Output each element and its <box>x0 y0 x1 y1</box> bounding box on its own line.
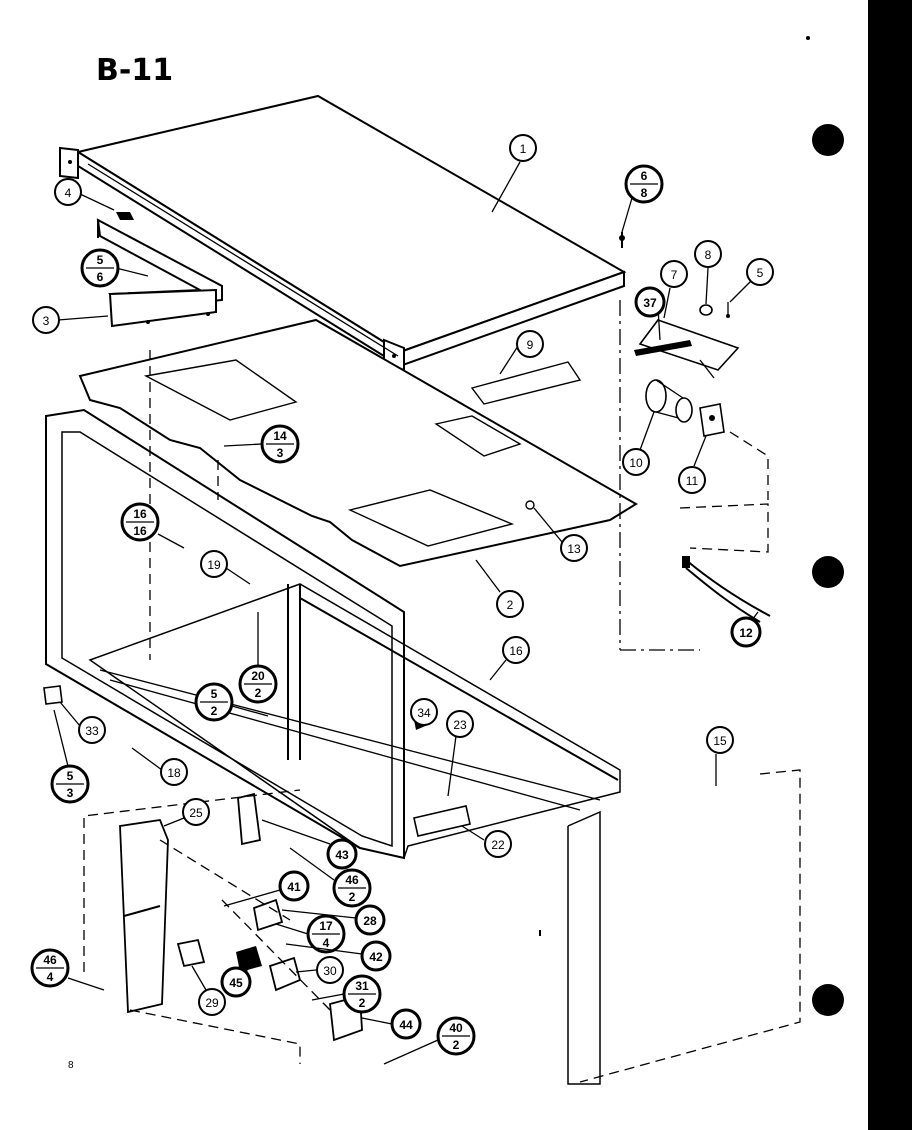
page-title: B-11 <box>96 53 173 88</box>
callout-30: 30 <box>323 964 337 978</box>
callout-40-2-top: 40 <box>449 1021 463 1035</box>
bracket-part-9 <box>470 361 582 405</box>
callout-46-4-bottom: 4 <box>47 970 54 984</box>
callout-6-8-bottom: 8 <box>641 186 648 200</box>
callout-41: 41 <box>287 880 301 894</box>
callout-5-2-top: 5 <box>211 687 218 701</box>
callout-10: 10 <box>629 456 643 470</box>
callout-31-2-top: 31 <box>355 979 369 993</box>
callout-4: 4 <box>65 186 72 200</box>
callout-5-6-bottom: 6 <box>97 270 104 284</box>
callout-5-2-bottom: 2 <box>211 704 218 718</box>
callout-34: 34 <box>417 706 431 720</box>
binder-hole-middle <box>812 556 844 588</box>
callout-18: 18 <box>167 766 181 780</box>
callout-25: 25 <box>189 806 203 820</box>
callout-8: 8 <box>705 248 712 262</box>
binder-hole-bottom <box>812 984 844 1016</box>
callout-42: 42 <box>369 950 383 964</box>
callout-17-4-top: 17 <box>319 919 333 933</box>
callout-40-2-bottom: 2 <box>453 1038 460 1052</box>
callout-20-2-bottom: 2 <box>255 686 262 700</box>
callout-14-3-bottom: 3 <box>277 446 284 460</box>
callout-11: 11 <box>686 474 699 488</box>
callout-12: 12 <box>739 626 753 640</box>
callout-33: 33 <box>85 724 99 738</box>
callout-13: 13 <box>567 542 581 556</box>
callout-1: 1 <box>520 142 527 156</box>
callout-46-2-bottom: 2 <box>349 890 356 904</box>
callout-22: 22 <box>491 838 505 852</box>
lower-bracket-assembly <box>43 350 471 1064</box>
callout-17-4-bottom: 4 <box>323 936 330 950</box>
callout-44: 44 <box>399 1018 413 1032</box>
binder-hole-top <box>812 124 844 156</box>
callout-2: 2 <box>507 598 514 612</box>
callout-37: 37 <box>643 296 657 310</box>
callout-45: 45 <box>229 976 243 990</box>
top-cover-part <box>59 94 627 372</box>
callout-46-4-top: 46 <box>43 953 57 967</box>
right-components <box>619 232 771 623</box>
base-plate-part <box>78 318 638 568</box>
callout-16-16-top: 16 <box>133 507 147 521</box>
callout-43: 43 <box>335 848 349 862</box>
left-bracket-part <box>96 218 223 328</box>
callout-6-8-top: 6 <box>641 169 648 183</box>
callout-23: 23 <box>453 718 467 732</box>
callout-5: 5 <box>757 266 764 280</box>
callout-9: 9 <box>527 338 534 352</box>
callout-7: 7 <box>671 268 678 282</box>
callout-16-16-bottom: 16 <box>133 524 147 538</box>
callout-46-2-top: 46 <box>345 873 359 887</box>
callout-20-2-top: 20 <box>251 669 265 683</box>
clip-part-4 <box>116 212 134 220</box>
callout-3: 3 <box>43 314 50 328</box>
callout-16: 16 <box>509 644 523 658</box>
page-number: 8 <box>68 1060 74 1071</box>
callout-28: 28 <box>363 914 377 928</box>
callout-5-6-top: 5 <box>97 253 104 267</box>
callout-15: 15 <box>713 734 727 748</box>
callout-14-3-top: 14 <box>273 429 287 443</box>
side-panel-part-15 <box>539 300 801 1085</box>
callout-19: 19 <box>207 558 221 572</box>
callout-5-3-top: 5 <box>67 769 74 783</box>
callout-29: 29 <box>205 996 219 1010</box>
callout-31-2-bottom: 2 <box>359 996 366 1010</box>
callout-5-3-bottom: 3 <box>67 786 74 800</box>
